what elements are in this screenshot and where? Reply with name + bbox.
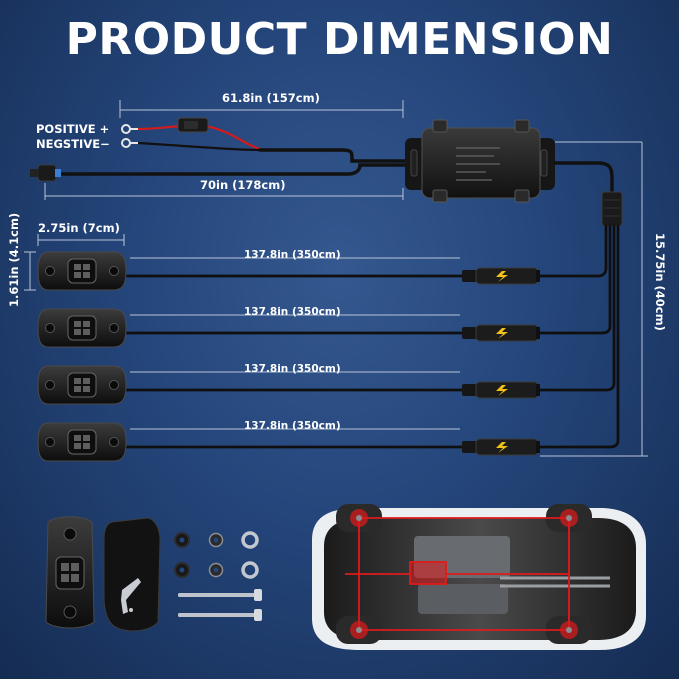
rock-light-icon xyxy=(37,251,127,462)
rock-light-back-icon xyxy=(103,517,161,632)
lead-to-fuse-dimension: 61.8in (157cm) xyxy=(222,91,320,105)
mounting-hardware-icon xyxy=(174,531,262,621)
split-cable-dimension: 15.75in (40cm) xyxy=(653,233,667,331)
rock-light-front-icon xyxy=(45,516,95,629)
positive-label: POSITIVE + xyxy=(36,122,110,136)
light-cables xyxy=(124,274,462,449)
light-cable-dimension: 137.8in (350cm) xyxy=(244,249,341,261)
page-title: PRODUCT DIMENSION xyxy=(65,14,614,65)
split-wires xyxy=(538,224,620,449)
light-width-dimension: 2.75in (7cm) xyxy=(38,221,120,235)
car-underside-icon xyxy=(312,504,646,650)
splitter-cable xyxy=(553,161,623,227)
light-cable-dimension: 137.8in (350cm) xyxy=(244,306,341,318)
dimension-guides xyxy=(24,100,648,457)
fuse-holder-icon xyxy=(177,117,209,133)
light-cable-dimension: 137.8in (350cm) xyxy=(244,363,341,375)
light-height-dimension: 1.61in (4.1cm) xyxy=(7,212,21,307)
light-cable-dimension: 137.8in (350cm) xyxy=(244,420,341,432)
waterproof-connector-icon xyxy=(462,267,540,456)
negative-label: NEGSTIVE− xyxy=(36,137,110,151)
power-lead xyxy=(58,124,407,176)
plug-connector-icon xyxy=(30,164,61,182)
ring-terminal-icon xyxy=(121,124,138,148)
lead-total-dimension: 70in (178cm) xyxy=(200,178,286,192)
control-box-icon xyxy=(405,119,555,203)
